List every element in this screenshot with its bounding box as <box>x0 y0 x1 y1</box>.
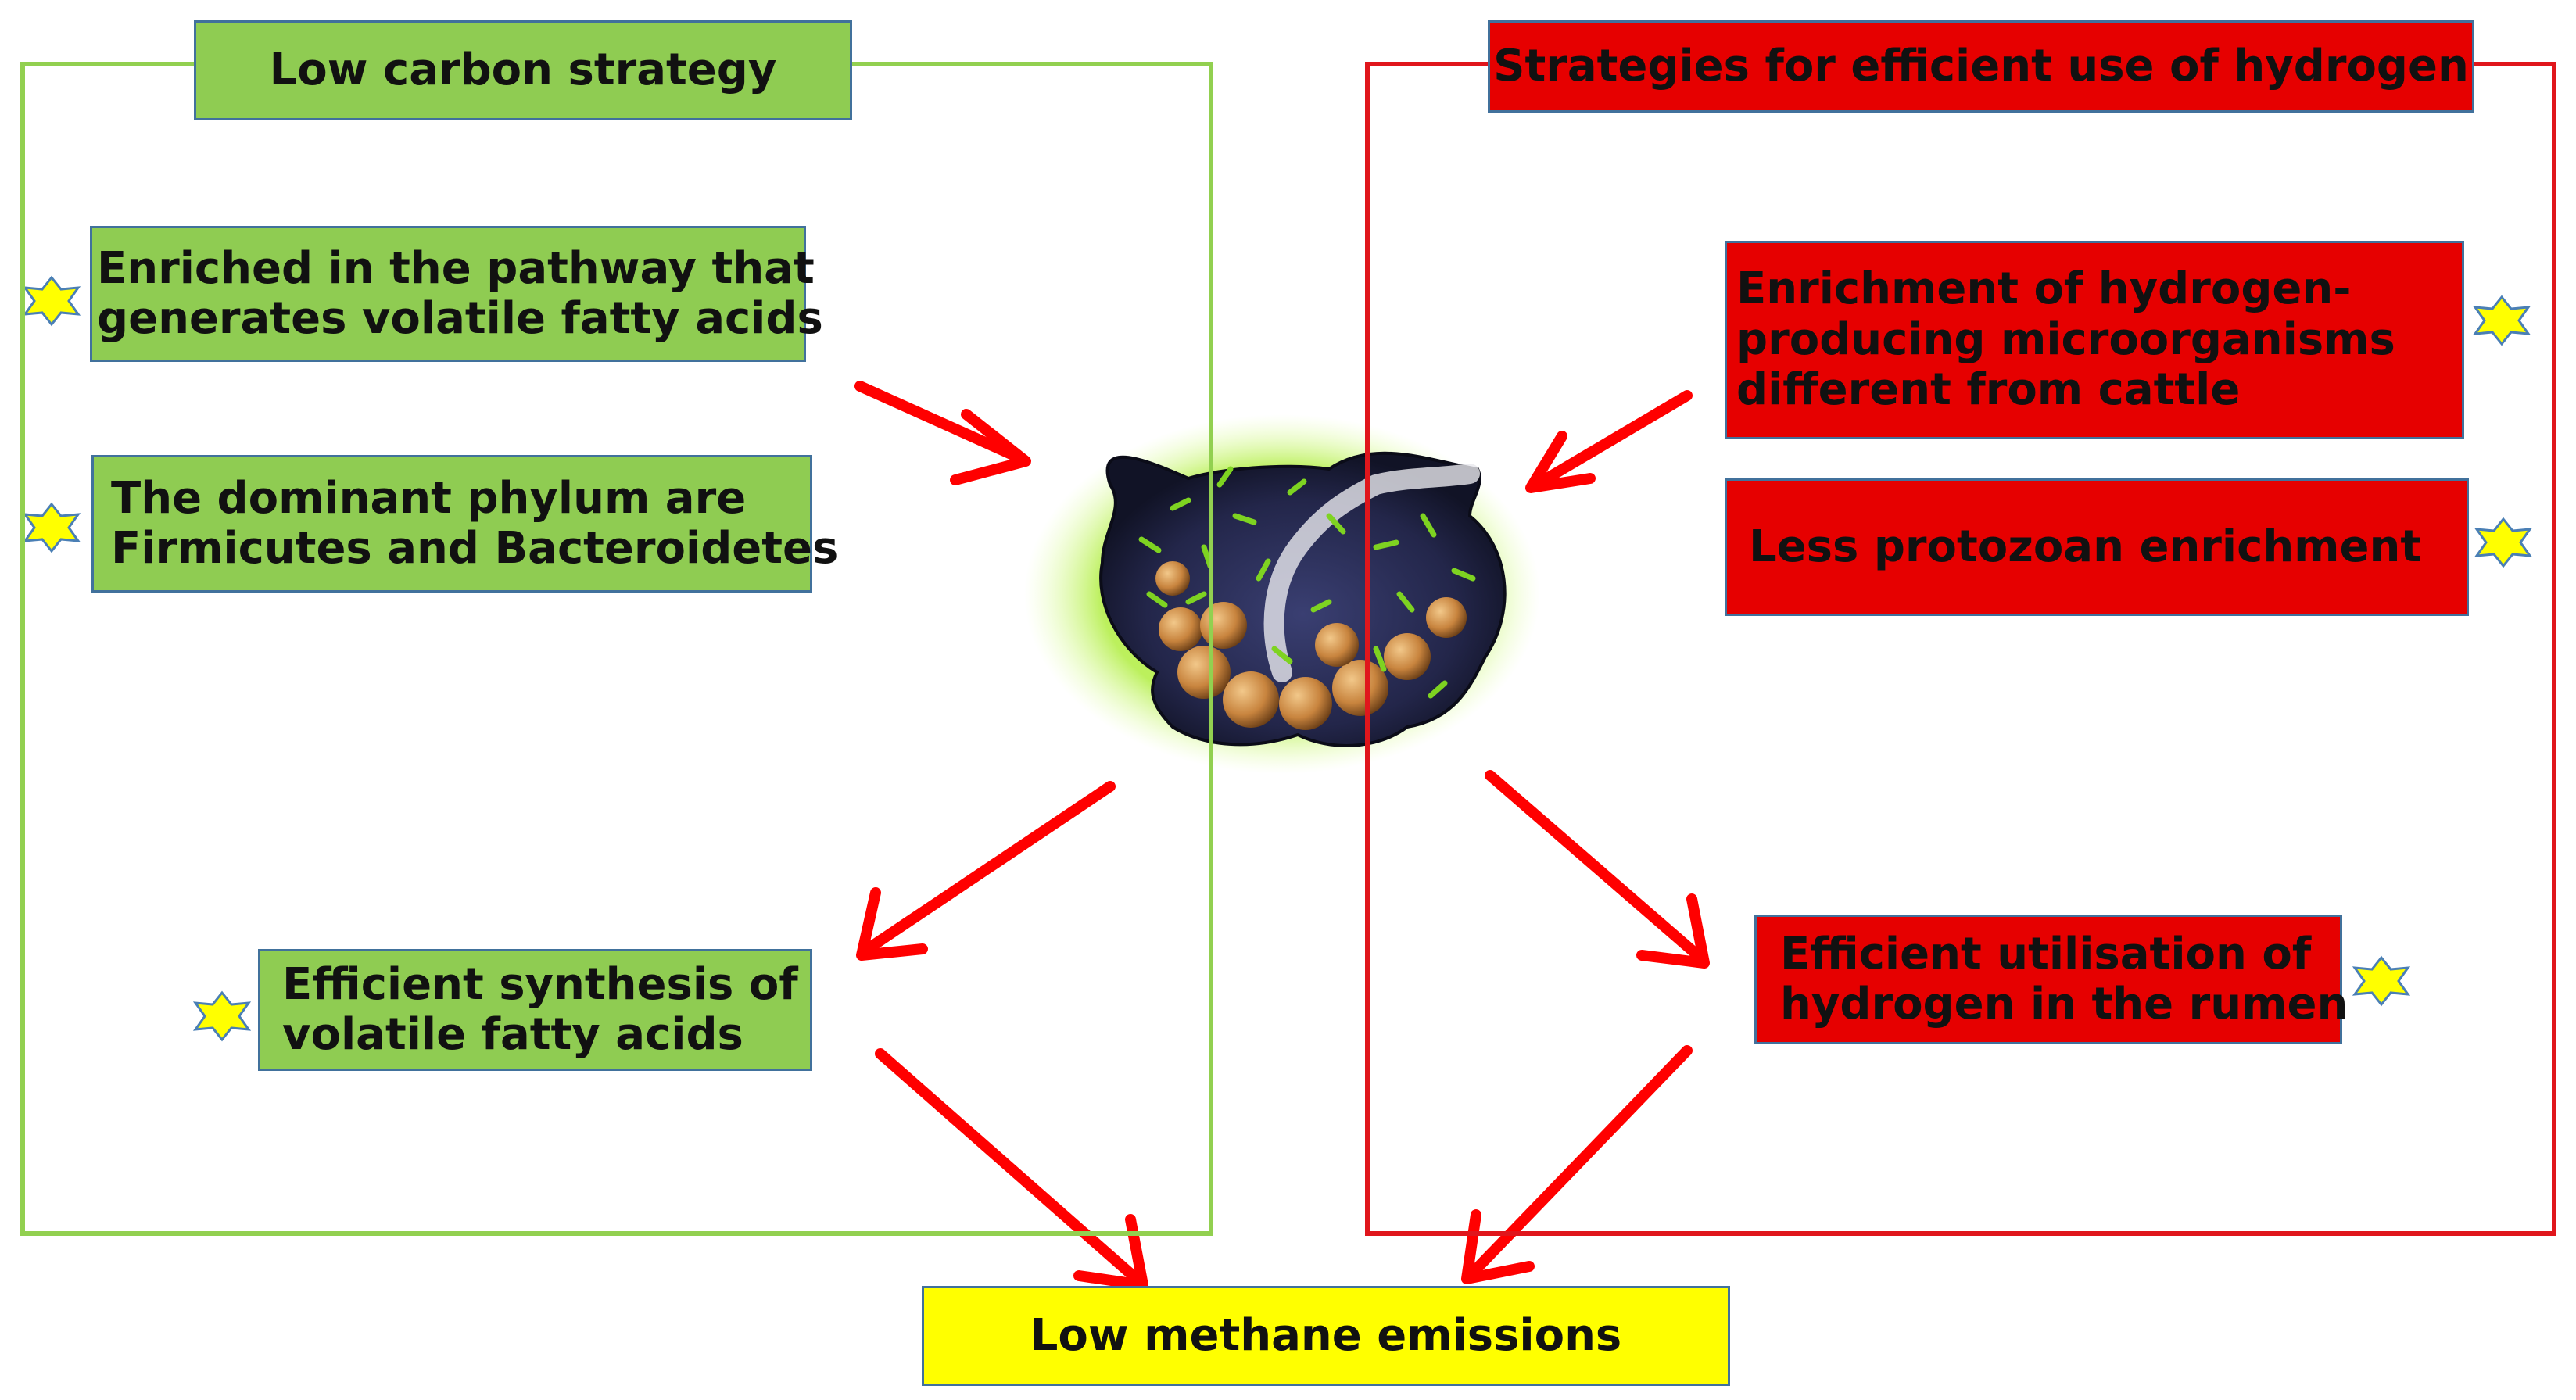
hydrogen-strategy-title: Strategies for efficient use of hydrogen <box>1488 20 2474 113</box>
microbe-cells <box>1155 561 1467 730</box>
low-carbon-strategy-title: Low carbon strategy <box>194 20 852 120</box>
arrow-h2-enrich-to-rumen <box>1525 390 1693 493</box>
vfa-pathway-line-1: Enriched in the pathway that <box>97 242 815 294</box>
vfa-synthesis-line-2: volatile fatty acids <box>282 1009 743 1060</box>
arrow-utilisation-to-methane <box>1461 1045 1693 1284</box>
hydrogen-utilisation-box: Efficient utilisation of hydrogen in the… <box>1754 915 2348 1044</box>
dominant-phylum-line-2: Firmicutes and Bacteroidetes <box>111 523 839 574</box>
rumen-illustration <box>1024 414 1540 774</box>
dominant-phylum-box: The dominant phylum are Firmicutes and B… <box>91 455 838 593</box>
hydrogen-producers-line-2: producing microorganisms <box>1736 313 2395 365</box>
star-icon <box>22 502 81 553</box>
protozoan-box: Less protozoan enrichment <box>1725 478 2469 616</box>
vfa-synthesis-line-1: Efficient synthesis of <box>282 958 798 1010</box>
vfa-synthesis-box: Efficient synthesis of volatile fatty ac… <box>258 949 812 1071</box>
hydrogen-producers-box: Enrichment of hydrogen- producing microo… <box>1725 241 2464 439</box>
hydrogen-strategy-frame <box>1365 62 2556 1236</box>
arrow-synthesis-to-methane <box>875 1048 1148 1291</box>
low-methane-box: Low methane emissions <box>922 1286 1730 1386</box>
protozoan-text: Less protozoan enrichment <box>1749 521 2422 572</box>
star-icon <box>22 275 81 327</box>
arrow-pathway-to-rumen <box>854 381 1031 485</box>
hydrogen-utilisation-line-1: Efficient utilisation of <box>1780 928 2312 979</box>
star-icon <box>2352 955 2411 1007</box>
arrow-rumen-to-utilisation <box>1485 770 1710 969</box>
low-carbon-strategy-title-text: Low carbon strategy <box>269 44 777 95</box>
arrows <box>854 381 1710 1291</box>
hydrogen-utilisation-line-2: hydrogen in the rumen <box>1780 979 2348 1029</box>
dominant-phylum-line-1: The dominant phylum are <box>111 472 747 524</box>
rod-bacteria <box>1138 466 1476 699</box>
vfa-pathway-box: Enriched in the pathway that generates v… <box>90 226 823 362</box>
hydrogen-producers-line-1: Enrichment of hydrogen- <box>1736 263 2352 315</box>
low-methane-text: Low methane emissions <box>1030 1309 1622 1361</box>
hydrogen-producers-line-3: different from cattle <box>1736 364 2241 416</box>
hydrogen-strategy-title-text: Strategies for efficient use of hydrogen <box>1493 40 2469 91</box>
arrow-rumen-to-synthesis <box>856 781 1116 961</box>
vfa-pathway-line-2: generates volatile fatty acids <box>97 293 823 344</box>
star-icon <box>2472 295 2531 346</box>
star-icon <box>192 990 252 1042</box>
star-icon <box>2474 517 2533 568</box>
stars <box>22 275 2533 1042</box>
